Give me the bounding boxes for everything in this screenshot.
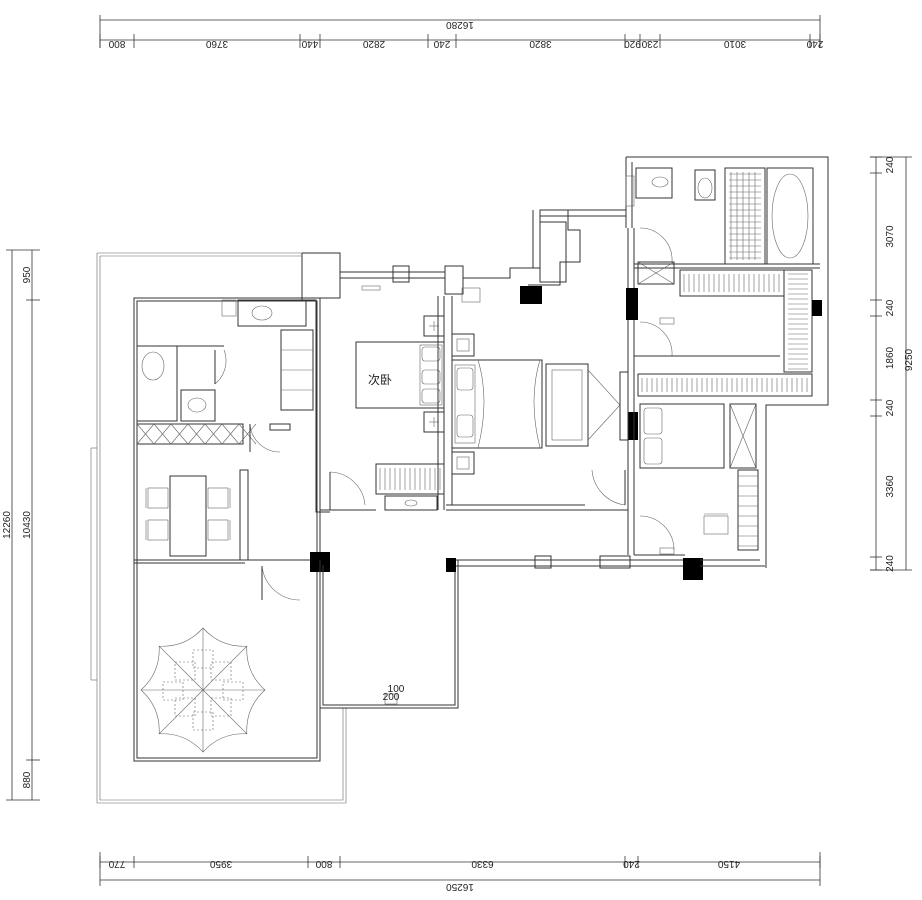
note-text: 100 — [388, 684, 405, 695]
door-swing-icon — [639, 227, 673, 263]
bedroom-label: 次卧 — [368, 373, 392, 387]
bottom-segment-dimension: 4150 — [717, 858, 740, 869]
dining-chairs — [145, 487, 231, 541]
right-segment-dimension: 240 — [885, 399, 896, 416]
top-segment-dimension: 800 — [108, 38, 125, 49]
column-block — [626, 288, 638, 320]
right-segment-dimension: 3360 — [885, 475, 896, 498]
bottom-segment-dimension: 3950 — [209, 858, 232, 869]
parasol-icon — [140, 627, 266, 753]
master-bathroom — [625, 156, 829, 568]
secondary-bedroom: 次卧 — [301, 252, 464, 513]
left-segment-0: 950 — [22, 266, 33, 283]
wardrobe — [729, 403, 757, 469]
top-segment-dimension: 3760 — [205, 38, 228, 49]
closet-shelf — [637, 373, 813, 397]
column-block — [520, 286, 542, 304]
top-segment-dimension: 3820 — [529, 38, 552, 49]
terrace-outline — [90, 252, 347, 804]
right-dimension-chain: 9250 240 3070 240 1860 240 3360 240 — [870, 156, 915, 572]
column-block — [446, 558, 456, 572]
right-segment-dimension: 240 — [885, 299, 896, 316]
bathtub — [766, 167, 814, 265]
lamp-icon — [461, 287, 481, 303]
column-block — [683, 558, 703, 580]
column-block — [628, 412, 638, 440]
shelf — [737, 469, 759, 551]
top-segment-dimension: 240 — [806, 38, 823, 49]
left-inner-dimension: 10430 — [22, 511, 33, 539]
vanity — [635, 167, 673, 199]
nightstand — [451, 451, 475, 475]
washbasin-icon — [251, 305, 273, 321]
note-text: 200 — [383, 692, 400, 703]
nightstand — [451, 333, 475, 357]
bottom-segment-dimension: 6330 — [471, 858, 494, 869]
top-segment-dimension: 240 — [433, 38, 450, 49]
toilet-icon — [141, 351, 165, 381]
desk-chair — [703, 515, 729, 535]
master-bedroom — [446, 209, 638, 555]
top-segment-dimension: 920 — [624, 38, 641, 49]
left-wing — [133, 297, 330, 762]
door-swing-icon — [639, 515, 675, 551]
tv-icon — [587, 369, 621, 441]
master-bed — [451, 359, 543, 449]
door-swing-icon — [214, 349, 227, 385]
bottom-dimension-chain: 16250 770 3950 800 6330 240 4150 — [99, 852, 821, 892]
closet-shelf — [783, 269, 813, 373]
right-segment-dimension: 240 — [885, 555, 896, 572]
toilet-icon — [697, 177, 713, 199]
walk-in-closet — [626, 261, 822, 397]
dining-table — [169, 475, 207, 557]
bottom-segment-dimension: 240 — [623, 858, 640, 869]
left-total-dimension: 12260 — [2, 511, 13, 539]
right-total-dimension: 9250 — [904, 348, 915, 371]
top-segment-dimension: 440 — [301, 38, 318, 49]
cabinet-strip — [136, 423, 244, 445]
third-bedroom — [634, 403, 759, 556]
door-swing-icon — [261, 565, 301, 601]
column-block — [812, 300, 822, 316]
bottom-segment-dimension: 770 — [108, 858, 125, 869]
bottom-segment-dimension: 800 — [315, 858, 332, 869]
top-total-dimension: 16280 — [446, 19, 474, 30]
door-swing-icon — [249, 423, 281, 453]
top-segment-dimension: 2820 — [362, 38, 385, 49]
bed — [639, 403, 725, 469]
left-segment-1: 880 — [22, 771, 33, 788]
sofa — [545, 363, 589, 447]
right-segment-dimension: 1860 — [885, 346, 896, 369]
right-segment-dimension: 240 — [885, 156, 896, 173]
bathtub-icon — [771, 173, 809, 259]
desk — [384, 495, 438, 511]
door-swing-icon — [639, 321, 673, 357]
washbasin-icon — [651, 176, 669, 188]
bottom-total-dimension: 16250 — [446, 881, 474, 892]
closet-shelf — [679, 269, 785, 297]
right-segment-dimension: 3070 — [885, 225, 896, 248]
top-segment-dimension: 3010 — [723, 38, 746, 49]
toilet — [694, 169, 716, 201]
top-segment-dimension: 230 — [641, 38, 658, 49]
sink-icon — [187, 397, 207, 413]
door-swing-icon — [591, 469, 626, 506]
central-area: 200 100 — [319, 555, 765, 709]
left-dimension-chain: 12260 10430 950 880 — [2, 249, 40, 801]
door-swing-icon — [329, 471, 366, 506]
